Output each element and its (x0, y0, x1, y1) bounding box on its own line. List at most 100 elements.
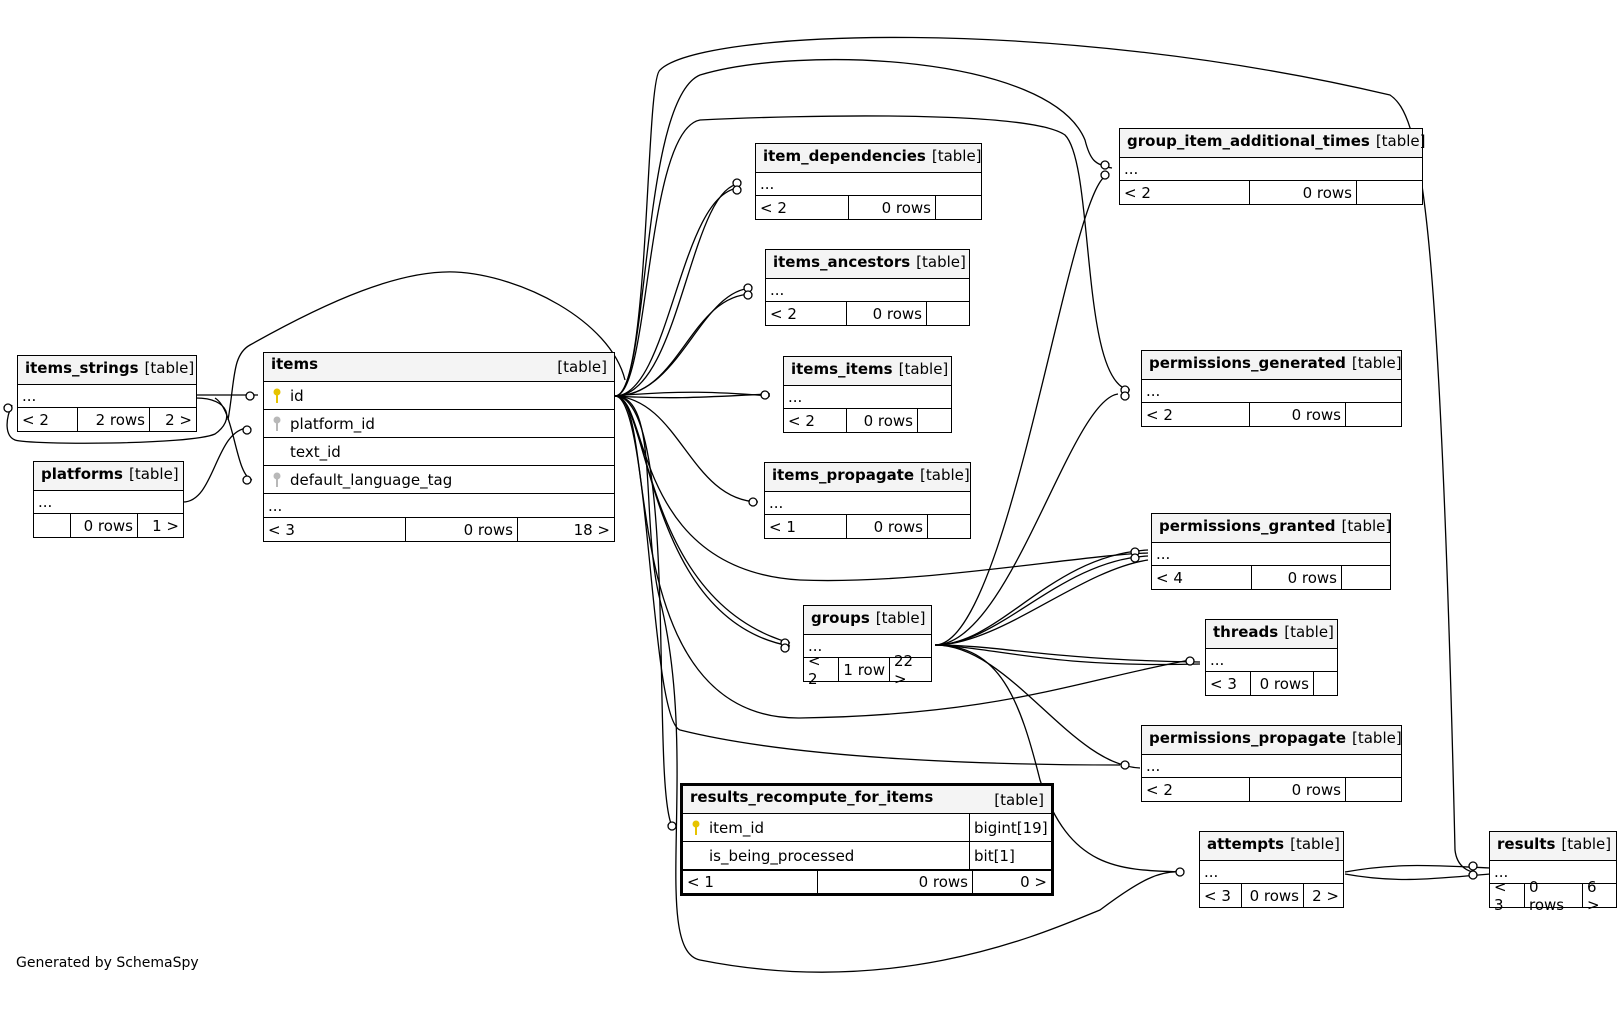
columns-ellipsis: ... (1200, 861, 1343, 884)
table-name: groups (811, 609, 870, 627)
row-count: 0 rows (1251, 672, 1314, 695)
column-name: id (290, 386, 304, 405)
table-kind: [table] (1351, 354, 1402, 372)
columns-ellipsis: ... (1152, 543, 1390, 566)
table-kind: [table] (920, 466, 970, 484)
table-name: platforms (41, 465, 123, 483)
table-name: item_dependencies (763, 147, 926, 165)
children-count (1342, 566, 1390, 589)
children-count (936, 196, 981, 219)
table-threads[interactable]: threads[table] ... < 3 0 rows (1205, 619, 1338, 696)
columns-ellipsis: ... (1490, 861, 1616, 884)
row-count: 0 rows (1250, 778, 1346, 801)
row-count: 0 rows (71, 514, 138, 537)
table-kind: [table] (1561, 835, 1612, 853)
column-row[interactable]: is_being_processed bit[1] (683, 842, 1051, 870)
table-kind: [table] (1341, 517, 1392, 535)
primary-key-icon (268, 388, 286, 404)
row-count: 2 rows (78, 408, 150, 431)
table-item-dependencies[interactable]: item_dependencies[table] ... < 2 0 rows (755, 143, 982, 220)
children-count: 1 > (152, 516, 179, 535)
table-kind: [table] (144, 359, 195, 377)
row-count: 0 rows (847, 409, 918, 432)
table-kind: [table] (1352, 729, 1402, 747)
columns-ellipsis: ... (1142, 755, 1401, 778)
column-row[interactable]: text_id (264, 438, 614, 466)
table-name: items (271, 355, 319, 373)
table-name: permissions_generated (1149, 354, 1346, 372)
row-count: 1 row (839, 658, 890, 681)
table-items-items[interactable]: items_items[table] ... < 2 0 rows (783, 356, 952, 433)
column-row[interactable]: id (264, 382, 614, 410)
row-count: 0 rows (847, 515, 928, 538)
edge-platforms-items (182, 427, 249, 503)
table-permissions-generated[interactable]: permissions_generated[table] ... < 2 0 r… (1141, 350, 1402, 427)
row-count: 0 rows (1525, 878, 1583, 914)
table-items-ancestors[interactable]: items_ancestors[table] ... < 2 0 rows (765, 249, 970, 326)
columns-ellipsis: ... (756, 173, 981, 196)
table-permissions-granted[interactable]: permissions_granted[table] ... < 4 0 row… (1151, 513, 1391, 590)
children-count (927, 302, 969, 325)
children-count: 18 > (573, 520, 610, 539)
table-name: group_item_additional_times (1127, 132, 1370, 150)
row-count: 0 rows (1252, 566, 1342, 589)
table-name: items_strings (25, 359, 139, 377)
column-name: default_language_tag (290, 470, 453, 489)
table-items-propagate[interactable]: items_propagate[table] ... < 1 0 rows (764, 462, 971, 539)
column-row[interactable]: platform_id (264, 410, 614, 438)
table-group-item-additional-times[interactable]: group_item_additional_times[table] ... <… (1119, 128, 1426, 205)
parents-count: < 2 (804, 652, 839, 688)
table-kind: [table] (1290, 835, 1340, 853)
children-count (1314, 672, 1337, 695)
table-name: attempts (1207, 835, 1285, 853)
row-count: 0 rows (818, 871, 973, 893)
parents-count: < 1 (683, 871, 818, 893)
table-items-strings[interactable]: items_strings[table] ... < 2 2 rows 2 > (17, 355, 197, 432)
table-kind: [table] (1284, 623, 1334, 641)
columns-ellipsis: ... (765, 492, 970, 515)
row-count: 0 rows (1250, 403, 1346, 426)
table-kind: [table] (1375, 132, 1426, 150)
table-results[interactable]: results [table] ... < 3 0 rows 6 > (1489, 831, 1617, 914)
table-kind: [table] (916, 253, 966, 271)
columns-ellipsis: ... (1206, 649, 1337, 672)
foreign-key-icon (268, 416, 286, 432)
columns-ellipsis: ... (804, 635, 931, 658)
column-row[interactable]: default_language_tag (264, 466, 614, 494)
columns-ellipsis: ... (18, 385, 196, 408)
parents-count: < 2 (18, 408, 78, 431)
row-count: 0 rows (1242, 884, 1304, 907)
row-count: 0 rows (406, 518, 518, 541)
children-count (918, 409, 951, 432)
parents-count: < 2 (756, 196, 849, 219)
table-name: results_recompute_for_items (690, 788, 934, 806)
children-count: 6 > (1587, 877, 1600, 914)
parents-count: < 1 (765, 515, 847, 538)
parents-count: < 3 (1490, 878, 1525, 914)
table-kind: [table] (898, 360, 949, 378)
row-count: 0 rows (847, 302, 927, 325)
row-count: 0 rows (1250, 181, 1357, 204)
table-items[interactable]: items[table] id platform_id text_id defa… (263, 352, 615, 542)
column-name: is_being_processed (709, 846, 855, 865)
table-groups[interactable]: groups[table] ... < 2 1 row 22 > (803, 605, 932, 688)
edge-items-lang (214, 397, 253, 481)
generated-by-caption: Generated by SchemaSpy (16, 955, 199, 971)
table-name: permissions_propagate (1149, 729, 1346, 747)
table-platforms[interactable]: platforms[table] ... 0 rows 1 > (33, 461, 184, 538)
children-count (1346, 403, 1401, 426)
parents-count (34, 514, 71, 537)
table-name: results (1497, 835, 1556, 853)
table-permissions-propagate[interactable]: permissions_propagate[table] ... < 2 0 r… (1141, 725, 1402, 802)
table-results-recompute-for-items[interactable]: results_recompute_for_items[table] item_… (680, 783, 1054, 896)
children-count (1346, 778, 1401, 801)
children-count (928, 515, 970, 538)
table-attempts[interactable]: attempts[table] ... < 3 0 rows 2 > (1199, 831, 1344, 908)
columns-ellipsis: ... (784, 386, 951, 409)
table-name: items_items (791, 360, 893, 378)
column-type: bit[1] (969, 842, 1051, 869)
parents-count: < 2 (1120, 181, 1250, 204)
column-type: bigint[19] (969, 814, 1051, 841)
